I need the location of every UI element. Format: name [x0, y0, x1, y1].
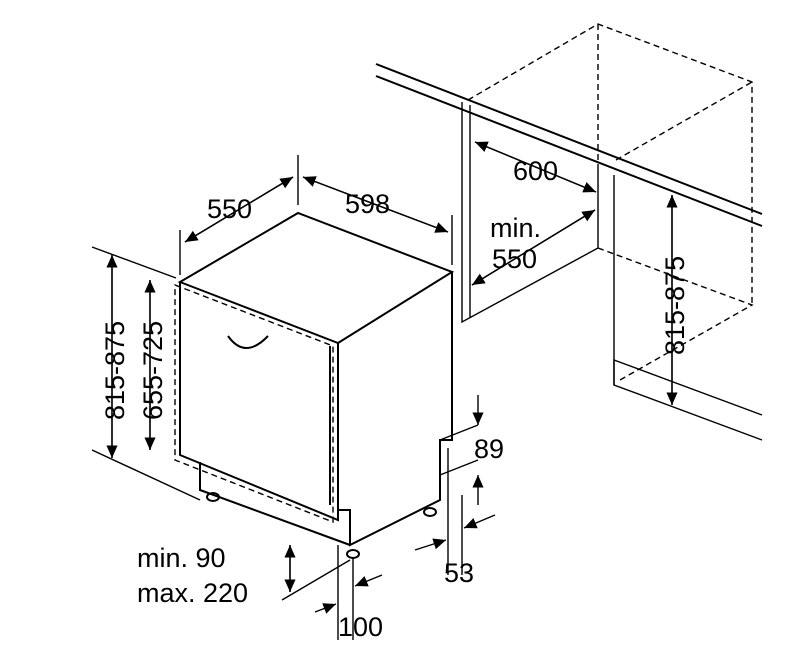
foot-icon [206, 492, 220, 502]
depth-label: 550 [207, 194, 252, 224]
dishwasher-body [174, 211, 455, 559]
foot-icon [423, 507, 437, 517]
plinth-recess-label: 53 [444, 558, 474, 588]
plinth-height-label: 89 [474, 434, 504, 464]
door-handle-icon [227, 335, 269, 349]
dimension-labels: 550 598 600 min. 550 815-875 815-875 655… [100, 156, 690, 642]
niche-height-label: 815-875 [660, 256, 690, 355]
foot-icon [346, 549, 360, 559]
appliance-height-label: 815-875 [100, 321, 130, 420]
niche-depth-label: 550 [492, 244, 537, 274]
door-height-label: 655-725 [138, 321, 168, 420]
niche-min-label: min. [490, 213, 541, 243]
cabinet-niche [375, 23, 763, 441]
dimension-lines [91, 141, 678, 640]
width-label: 598 [345, 189, 390, 219]
niche-width-label: 600 [513, 156, 558, 186]
foot-min-label: min. 90 [137, 543, 226, 573]
foot-offset-label: 100 [338, 612, 383, 642]
foot-max-label: max. 220 [137, 578, 248, 608]
